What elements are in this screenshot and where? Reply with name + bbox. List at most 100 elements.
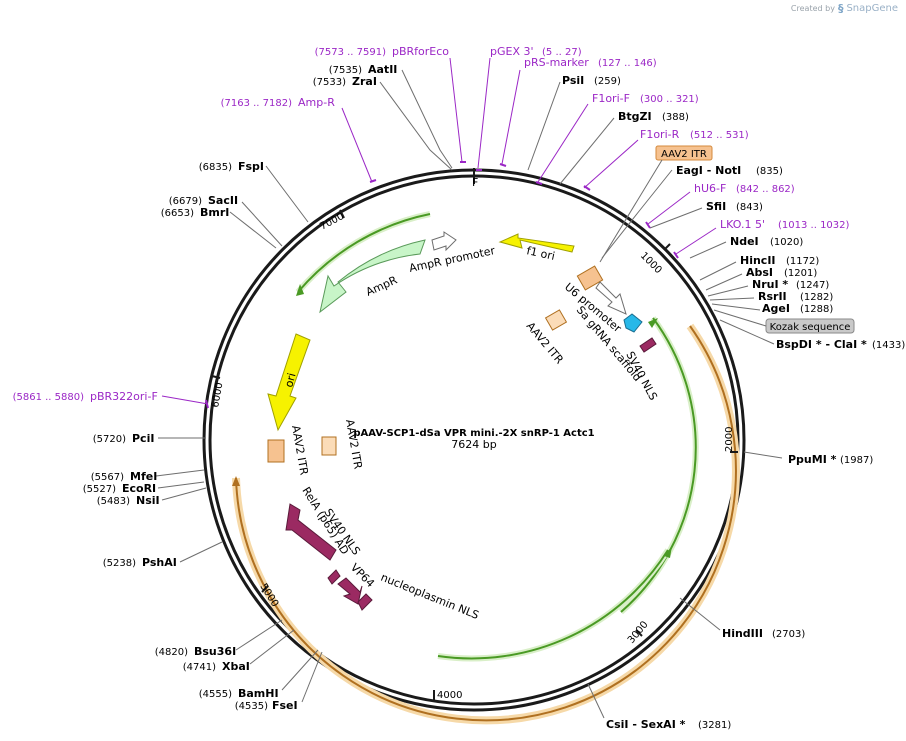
site-name-bsu36i: Bsu36I — [194, 645, 236, 658]
site-pos-fspi: (6835) — [199, 162, 232, 173]
site-pos-xbai: (4741) — [183, 662, 216, 673]
site-pos-bmri: (6653) — [161, 208, 194, 219]
tick-label-3000: 3000 — [626, 619, 651, 646]
primer-name-pbrforeco: pBRforEco — [392, 45, 449, 58]
site-pos-rsrii: (1282) — [800, 292, 833, 303]
site-pos-sacii: (6679) — [169, 196, 202, 207]
feature-sv40-nls-top — [639, 337, 657, 353]
orange-cds-arc-arrow — [232, 476, 240, 486]
site-pos-pshai: (5238) — [103, 558, 136, 569]
plasmid-length: 7624 bp — [451, 438, 496, 451]
primer-marks — [205, 161, 679, 409]
plasmid-name: pAAV-SCP1-dSa VPR mini.-2X snRP-1 Actc1 — [353, 428, 594, 439]
site-name-mfei: MfeI — [130, 470, 157, 483]
primer-name-hu6-f: hU6-F — [694, 182, 726, 195]
leader-nsii — [161, 487, 207, 501]
aav2-itr-callout: AAV2 ITR — [599, 145, 713, 263]
primer-mark-prs-marker — [499, 163, 507, 167]
leader-hindiii — [679, 597, 721, 631]
primer-name-pbr322ori-f: pBR322ori-F — [90, 390, 158, 403]
feature-aav2-itr-outer-left — [267, 439, 285, 463]
primer-mark-f1ori-r — [583, 185, 591, 191]
site-name-bamhi: BamHI — [238, 687, 279, 700]
site-name-nsii: NsiI — [136, 494, 160, 507]
site-pos-pcii: (5720) — [93, 434, 126, 445]
leader-ppumi — [743, 451, 783, 459]
kozak-callout: Kozak sequence — [713, 309, 855, 334]
primer-leader-f1ori-f — [537, 103, 589, 183]
site-pos-ndei: (1020) — [770, 237, 803, 248]
primer-leader-pgex3 — [477, 57, 491, 169]
leader-zrai — [379, 81, 453, 171]
feature-sa-grna-scaffold — [623, 313, 643, 333]
site-pos-psii: (259) — [594, 76, 621, 87]
snapgene-product-text: SnapGene — [846, 3, 898, 14]
primer-leader-f1ori-r — [583, 139, 639, 189]
tick-label-7000: 7000 — [318, 211, 346, 233]
feature-ampr — [319, 239, 426, 314]
site-pos-bamhi: (4555) — [199, 689, 232, 700]
leader-ndei — [689, 241, 727, 259]
primer-leader-hu6-f — [647, 191, 691, 225]
site-pos-ppumi: (1987) — [840, 455, 873, 466]
snapgene-logo-icon: § — [837, 2, 844, 15]
primer-leader-lko1 — [675, 227, 717, 255]
primer-pos-prs-marker: (127 .. 146) — [598, 58, 657, 69]
tick-mark-5000 — [261, 585, 269, 593]
site-name-aatii: AatII — [368, 63, 397, 76]
site-name-eagi-noti: EagI - NotI — [676, 164, 741, 177]
primer-leader-prs-marker — [501, 69, 521, 165]
primer-mark-amp-r — [369, 179, 377, 183]
site-name-hincii: HincII — [740, 254, 776, 267]
site-name-btgzi: BtgZI — [618, 110, 652, 123]
primer-mark-hu6-f — [645, 221, 651, 229]
leader-nrui — [707, 285, 749, 297]
site-name-hindiii: HindIII — [722, 627, 763, 640]
leader-fsei — [301, 651, 323, 703]
leader-agei — [711, 303, 761, 311]
feature-aav2-itr-inner-left — [321, 436, 337, 456]
site-pos-ecori: (5527) — [83, 484, 116, 495]
orange-cds-arc — [232, 323, 740, 725]
cds-arc-bottom-arrow — [664, 546, 672, 558]
site-pos-absi: (1201) — [784, 268, 817, 279]
site-name-zrai: ZraI — [352, 75, 377, 88]
site-name-nrui: NruI * — [752, 278, 788, 291]
site-leader-lines — [155, 69, 783, 719]
site-name-xbai: XbaI — [222, 660, 250, 673]
site-pos-bsu36i: (4820) — [155, 647, 188, 658]
leader-sfii — [649, 207, 703, 229]
primer-mark-lko1 — [673, 251, 679, 259]
site-pos-mfei: (5567) — [91, 472, 124, 483]
leader-btgzi — [559, 117, 615, 185]
site-pos-eagi-noti: (835) — [756, 166, 783, 177]
site-name-bspdi-clai: BspDI * - ClaI * — [776, 338, 867, 351]
aav2-itr-callout-leader — [599, 159, 663, 263]
leader-csii-sexai — [587, 683, 605, 719]
tick-label-2000: 2000 — [724, 427, 735, 452]
site-pos-bspdi-clai: (1433) — [872, 340, 905, 351]
created-by-text: Created by — [790, 4, 835, 13]
site-pos-csii-sexai: (3281) — [698, 720, 731, 731]
primer-pos-lko1: (1013 .. 1032) — [778, 220, 850, 231]
leader-eagi-noti — [601, 169, 673, 259]
primer-pos-amp-r: (7163 .. 7182) — [221, 98, 293, 109]
feature-f1-ori — [498, 233, 575, 253]
leader-hincii — [699, 261, 737, 281]
site-name-rsrii: RsrII — [758, 290, 787, 303]
leader-sacii — [241, 201, 283, 247]
leader-bsu36i — [235, 619, 283, 651]
site-pos-zrai: (7533) — [313, 77, 346, 88]
primer-leader-lines — [161, 57, 717, 405]
site-pos-hindiii: (2703) — [772, 629, 805, 640]
cds-arc-bottom-line — [437, 549, 669, 660]
site-name-pcii: PciI — [132, 432, 154, 445]
site-name-bmri: BmrI — [200, 206, 229, 219]
primer-pos-pgex3: (5 .. 27) — [542, 47, 582, 58]
primer-mark-pbr322ori-f — [205, 399, 209, 409]
feature-vp64 — [337, 577, 363, 605]
feature-ampr-promoter — [431, 231, 457, 252]
primer-labels: (7573 .. 7591) pBRforEco pGEX 3' (5 .. 2… — [13, 45, 850, 403]
leader-psii — [527, 81, 561, 171]
